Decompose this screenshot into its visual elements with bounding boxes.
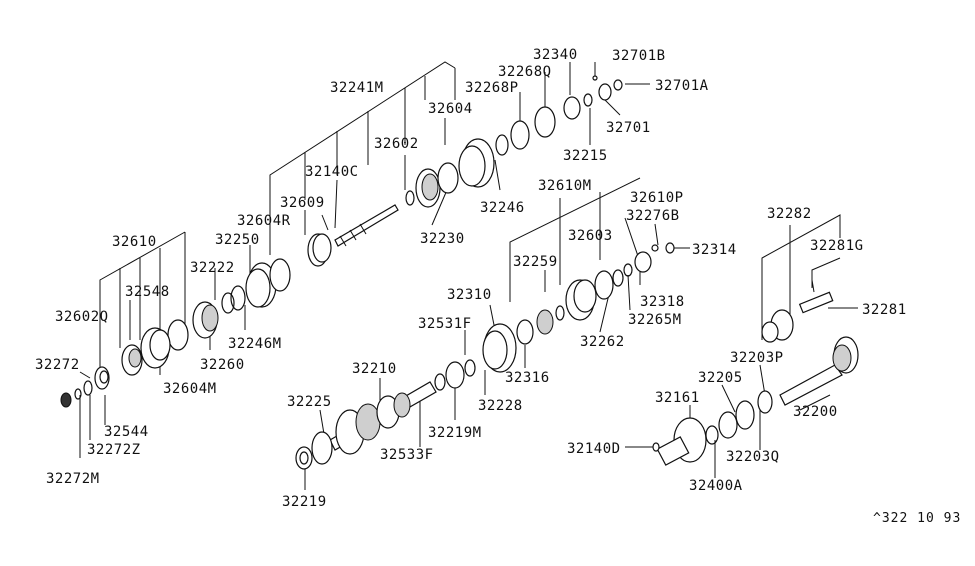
- label-32250: 32250: [215, 232, 260, 248]
- diagram-reference-code: ^322 10 93: [873, 511, 961, 526]
- label-32610: 32610: [112, 234, 157, 250]
- washer-32272Z: [83, 380, 93, 396]
- label-32203Q: 32203Q: [726, 449, 780, 465]
- pin-32276B: [651, 244, 659, 252]
- counter-shaft-assembly: [295, 242, 675, 470]
- label-32701: 32701: [606, 120, 651, 136]
- synchro-32604M: [167, 319, 189, 351]
- label-32276B: 32276B: [626, 208, 680, 224]
- label-32268Q: 32268Q: [498, 64, 552, 80]
- bearing-32225: [311, 431, 333, 465]
- label-32701B: 32701B: [612, 48, 666, 64]
- label-32205: 32205: [698, 370, 743, 386]
- gasket-32400A: [705, 425, 719, 445]
- label-32400A: 32400A: [689, 478, 743, 494]
- label-32215: 32215: [563, 148, 608, 164]
- label-32282: 32282: [767, 206, 812, 222]
- label-32228: 32228: [478, 398, 523, 414]
- bolt-32140D: [652, 442, 660, 452]
- washer-32318: [634, 251, 652, 273]
- part-labels: 32241M 32340 32701B 32268Q 32268P 32701A…: [35, 47, 961, 526]
- label-32533F: 32533F: [380, 447, 434, 463]
- ring-32203Q: [735, 400, 755, 430]
- ring-32215: [583, 93, 593, 107]
- bearing-32268Q: [534, 106, 556, 138]
- seal-32205: [718, 411, 738, 439]
- label-32602Q: 32602Q: [55, 309, 109, 325]
- ring-32602: [405, 190, 415, 206]
- label-32340: 32340: [533, 47, 578, 63]
- label-32140C: 32140C: [305, 164, 359, 180]
- label-32272M: 32272M: [46, 471, 100, 487]
- label-32219M: 32219M: [428, 425, 482, 441]
- label-32544: 32544: [104, 424, 149, 440]
- label-32140D: 32140D: [567, 441, 621, 457]
- label-32610M: 32610M: [538, 178, 592, 194]
- shaft-32281: [798, 291, 834, 314]
- washer-32246: [495, 134, 509, 156]
- label-32246M: 32246M: [228, 336, 282, 352]
- label-32314: 32314: [692, 242, 737, 258]
- label-32259: 32259: [513, 254, 558, 270]
- label-32210: 32210: [352, 361, 397, 377]
- label-32310: 32310: [447, 287, 492, 303]
- bearing-32701: [598, 83, 612, 101]
- label-32272: 32272: [35, 357, 80, 373]
- bearing-32228: [445, 361, 465, 389]
- label-32604: 32604: [428, 101, 473, 117]
- label-32219: 32219: [282, 494, 327, 510]
- label-32262: 32262: [580, 334, 625, 350]
- input-shaft-32200: [779, 364, 843, 406]
- label-32222: 32222: [190, 260, 235, 276]
- label-32272Z: 32272Z: [87, 442, 141, 458]
- bearing-32203P: [757, 390, 773, 414]
- bearing-32268P: [510, 120, 530, 150]
- nut-32272M: [60, 392, 72, 408]
- label-32609: 32609: [280, 195, 325, 211]
- main-shaft-assembly: [60, 75, 623, 408]
- gear-32262: [594, 270, 614, 300]
- label-32225: 32225: [287, 394, 332, 410]
- label-32260: 32260: [200, 357, 245, 373]
- washer-32316: [516, 319, 534, 345]
- label-32531F: 32531F: [418, 316, 472, 332]
- ring-32265M: [623, 263, 633, 277]
- label-32318: 32318: [640, 294, 685, 310]
- ball-32701B: [592, 75, 598, 81]
- ring-32222: [230, 285, 246, 311]
- label-32603: 32603: [568, 228, 613, 244]
- label-32316: 32316: [505, 370, 550, 386]
- label-32281G: 32281G: [810, 238, 864, 254]
- hub-32259: [536, 309, 554, 335]
- label-32265M: 32265M: [628, 312, 682, 328]
- label-32246: 32246: [480, 200, 525, 216]
- label-32610P: 32610P: [630, 190, 684, 206]
- label-32161: 32161: [655, 390, 700, 406]
- main-shaft: [334, 204, 399, 247]
- label-32241M: 32241M: [330, 80, 384, 96]
- label-32203P: 32203P: [730, 350, 784, 366]
- label-32281: 32281: [862, 302, 907, 318]
- clip-32701A: [613, 79, 623, 91]
- label-32548: 32548: [125, 284, 170, 300]
- bolt-32314: [665, 242, 675, 254]
- label-32604R: 32604R: [237, 213, 291, 229]
- input-shaft-assembly: [652, 279, 859, 466]
- label-32200: 32200: [793, 404, 838, 420]
- label-32230: 32230: [420, 231, 465, 247]
- ring-32219M: [434, 373, 446, 391]
- label-32701A: 32701A: [655, 78, 709, 94]
- bearing-32544: [94, 366, 110, 390]
- label-32268P: 32268P: [465, 80, 519, 96]
- label-32604M: 32604M: [163, 381, 217, 397]
- bearing-32219: [295, 446, 313, 470]
- label-32602: 32602: [374, 136, 419, 152]
- nut-32340: [563, 96, 581, 120]
